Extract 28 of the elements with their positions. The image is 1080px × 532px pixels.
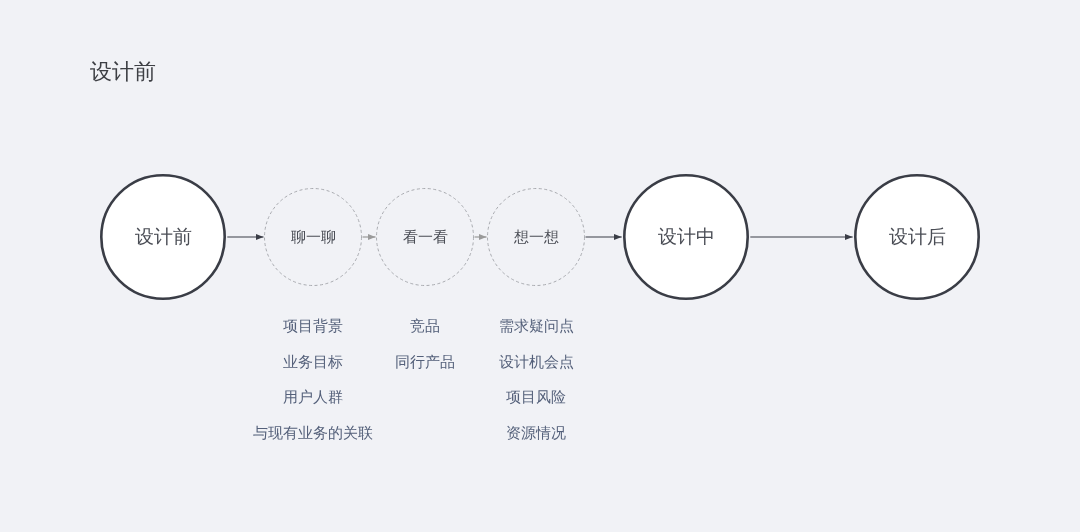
topic-text: 业务目标: [283, 351, 343, 372]
arrow: [361, 233, 377, 241]
topic-text: 资源情况: [506, 422, 566, 443]
topic-text: 项目风险: [506, 387, 566, 407]
arrow: [749, 233, 854, 241]
step-circle: [376, 188, 474, 286]
arrow: [473, 233, 488, 241]
stage-label: 聊一聊: [289, 227, 337, 247]
stage-circle: [100, 174, 226, 300]
page-title: 设计前: [90, 58, 156, 86]
topic-text: 竞品: [410, 316, 440, 336]
topic-text: 项目背景: [283, 316, 343, 336]
stage-label: 看一看: [401, 227, 449, 247]
stage-label: 设计后: [887, 224, 947, 249]
topic-text: 同行产品: [395, 351, 455, 372]
step-circle: [264, 188, 362, 286]
step-circle: [487, 188, 585, 286]
arrow: [226, 233, 265, 241]
topic-text: 需求疑问点: [498, 316, 574, 336]
topic-text: 与现有业务的关联: [253, 422, 373, 443]
topic-text: 设计机会点: [498, 351, 574, 372]
stage-label: 设计中: [656, 224, 716, 249]
topic-text: 用户人群: [283, 387, 343, 407]
stage-circle: [854, 174, 980, 300]
stage-label: 设计前: [133, 224, 193, 249]
stage-label: 想一想: [512, 227, 560, 247]
arrow: [584, 233, 623, 241]
stage-circle: [623, 174, 749, 300]
